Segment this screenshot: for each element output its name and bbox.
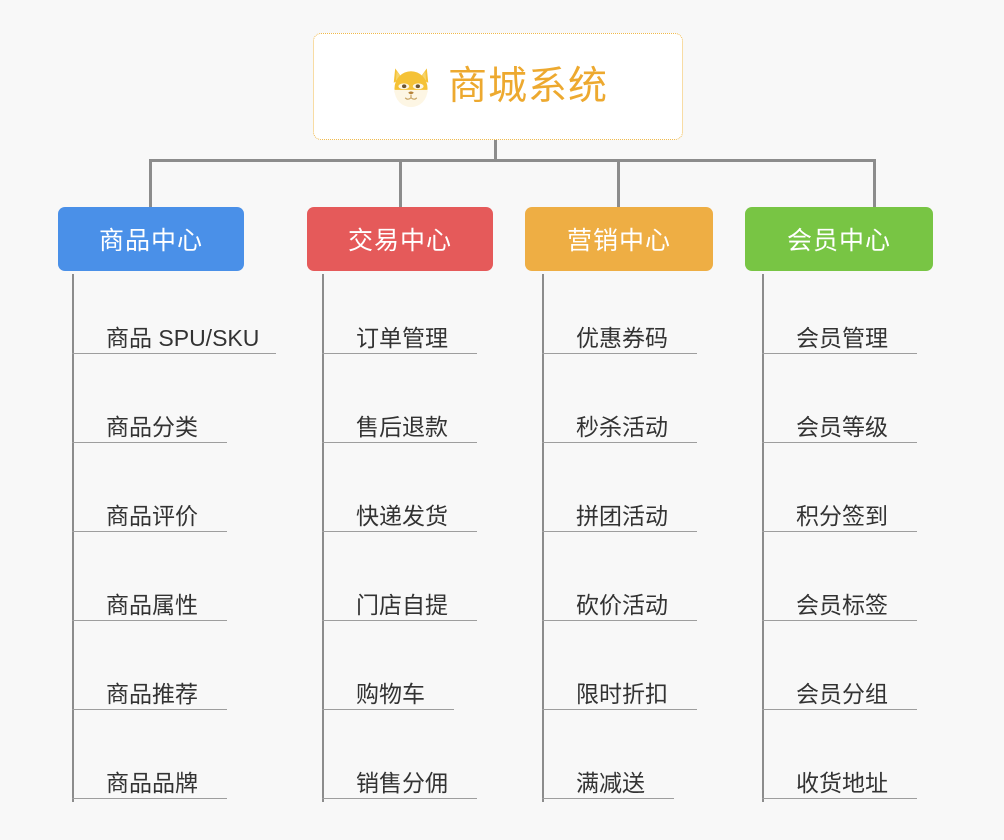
connector-drop-3 — [617, 159, 620, 208]
leaf-item[interactable]: 商品品牌 — [72, 755, 227, 799]
leaf-label: 会员分组 — [796, 680, 888, 707]
leaf-label: 会员标签 — [796, 591, 888, 618]
category-box-marketing-center[interactable]: 营销中心 — [525, 207, 713, 271]
leaf-item[interactable]: 会员标签 — [762, 577, 917, 621]
leaf-item[interactable]: 优惠券码 — [542, 310, 697, 354]
leaf-label: 门店自提 — [356, 591, 448, 618]
leaf-item[interactable]: 拼团活动 — [542, 488, 697, 532]
leaf-label: 商品品牌 — [106, 769, 198, 796]
leaf-label: 秒杀活动 — [576, 413, 668, 440]
leaf-label: 满减送 — [576, 769, 645, 796]
leaf-label: 积分签到 — [796, 502, 888, 529]
leaf-item[interactable]: 商品 SPU/SKU — [72, 310, 276, 354]
leaf-item[interactable]: 快递发货 — [322, 488, 477, 532]
leaf-item[interactable]: 商品推荐 — [72, 666, 227, 710]
category-box-member-center[interactable]: 会员中心 — [745, 207, 933, 271]
leaf-label: 商品分类 — [106, 413, 198, 440]
leaf-item[interactable]: 门店自提 — [322, 577, 477, 621]
leaf-item[interactable]: 商品属性 — [72, 577, 227, 621]
leaf-label: 收货地址 — [796, 769, 888, 796]
connector-drop-4 — [873, 159, 876, 208]
leaf-item[interactable]: 销售分佣 — [322, 755, 477, 799]
connector-horizontal-bus — [149, 159, 876, 162]
leaf-label: 商品 SPU/SKU — [106, 324, 260, 351]
leaf-item[interactable]: 售后退款 — [322, 399, 477, 443]
leaf-item[interactable]: 满减送 — [542, 755, 674, 799]
leaf-label: 砍价活动 — [576, 591, 668, 618]
trunk-marketing-center — [542, 274, 544, 802]
leaf-item[interactable]: 会员分组 — [762, 666, 917, 710]
leaf-label: 优惠券码 — [576, 324, 668, 351]
category-label: 会员中心 — [786, 227, 891, 255]
leaf-label: 快递发货 — [356, 502, 448, 529]
trunk-member-center — [762, 274, 764, 802]
leaf-label: 订单管理 — [356, 324, 448, 351]
leaf-label: 拼团活动 — [576, 502, 668, 529]
leaf-label: 购物车 — [356, 680, 425, 707]
leaf-item[interactable]: 秒杀活动 — [542, 399, 697, 443]
category-label: 交易中心 — [347, 227, 452, 255]
leaf-label: 商品评价 — [106, 502, 198, 529]
trunk-trade-center — [322, 274, 324, 802]
connector-root-stem — [494, 140, 497, 162]
shiba-dog-icon — [393, 67, 429, 107]
leaf-label: 销售分佣 — [356, 769, 448, 796]
leaf-label: 限时折扣 — [576, 680, 668, 707]
category-label: 营销中心 — [566, 227, 671, 255]
trunk-product-center — [72, 274, 74, 802]
connector-drop-1 — [149, 159, 152, 208]
category-box-product-center[interactable]: 商品中心 — [58, 207, 244, 271]
leaf-label: 售后退款 — [356, 413, 448, 440]
category-label: 商品中心 — [98, 227, 203, 255]
root-node[interactable]: 商城系统 — [313, 33, 683, 140]
leaf-item[interactable]: 订单管理 — [322, 310, 477, 354]
leaf-item[interactable]: 购物车 — [322, 666, 454, 710]
leaf-item[interactable]: 商品评价 — [72, 488, 227, 532]
root-title: 商城系统 — [447, 65, 608, 108]
leaf-item[interactable]: 限时折扣 — [542, 666, 697, 710]
leaf-item[interactable]: 商品分类 — [72, 399, 227, 443]
leaf-item[interactable]: 积分签到 — [762, 488, 917, 532]
connector-drop-2 — [399, 159, 402, 208]
leaf-item[interactable]: 砍价活动 — [542, 577, 697, 621]
category-box-trade-center[interactable]: 交易中心 — [307, 207, 493, 271]
leaf-item[interactable]: 收货地址 — [762, 755, 917, 799]
leaf-item[interactable]: 会员管理 — [762, 310, 917, 354]
leaf-label: 会员管理 — [796, 324, 888, 351]
leaf-label: 会员等级 — [796, 413, 888, 440]
leaf-label: 商品推荐 — [106, 680, 198, 707]
leaf-item[interactable]: 会员等级 — [762, 399, 917, 443]
leaf-label: 商品属性 — [106, 591, 198, 618]
